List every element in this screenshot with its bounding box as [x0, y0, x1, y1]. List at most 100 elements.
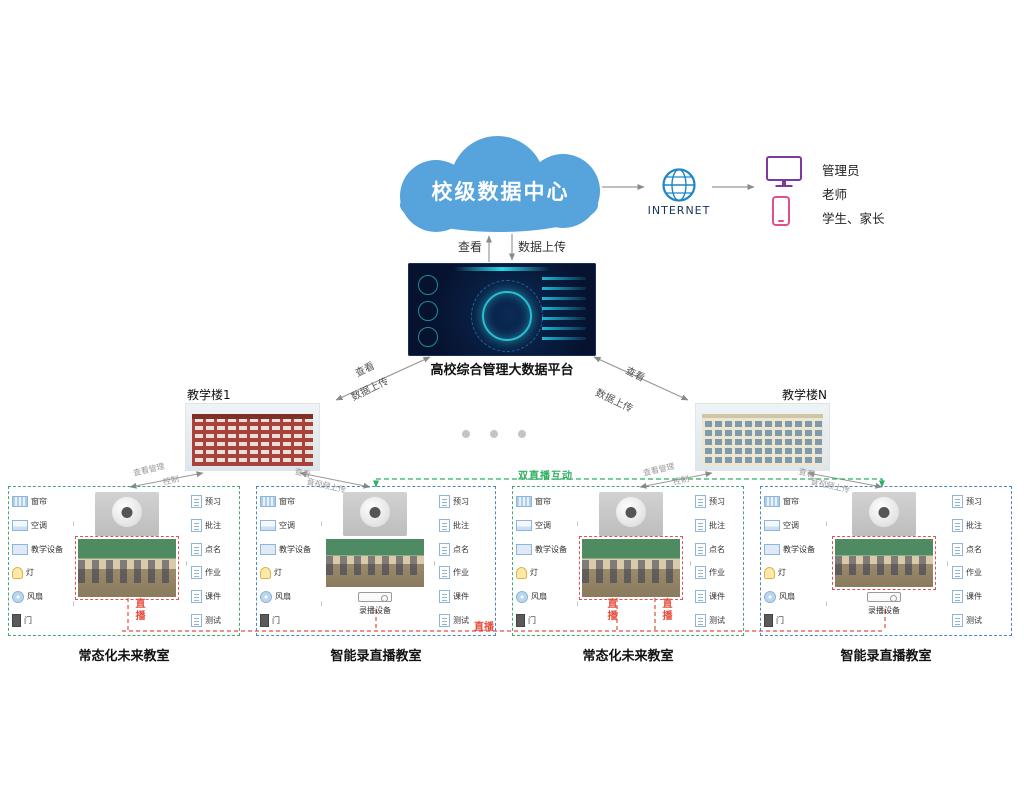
- device-column: 窗帘 空调 教学设备 灯 风扇 门: [516, 491, 567, 631]
- curtain-icon: [764, 496, 780, 507]
- device-label: 教学设备: [279, 544, 311, 554]
- classroom-photo: [326, 539, 424, 587]
- feature-label: 作业: [453, 568, 469, 578]
- internet-globe-icon: [662, 168, 696, 202]
- door-icon: [516, 613, 525, 627]
- device-label: 风扇: [27, 592, 43, 602]
- rollcall-icon: [695, 542, 706, 556]
- feature-label: 批注: [453, 520, 469, 530]
- right-brace: }: [820, 491, 827, 633]
- ac-icon: [764, 519, 780, 531]
- cloud-label: 校级数据中心: [431, 180, 570, 204]
- dome-camera-image: [343, 492, 407, 536]
- platform-bar-list: [542, 277, 586, 340]
- b1-left-view-manage-label: 查看管理: [132, 461, 166, 478]
- device-label: 窗帘: [279, 497, 295, 506]
- preview-icon: [695, 495, 706, 508]
- device-label: 教学设备: [535, 544, 567, 554]
- feature-label: 点名: [966, 544, 982, 554]
- device-label: 窗帘: [31, 497, 47, 506]
- device-label: 窗帘: [535, 497, 551, 506]
- feature-label: 课件: [709, 592, 725, 602]
- device-label: 灯: [274, 568, 282, 578]
- fan-icon: [764, 590, 776, 603]
- device-label: 风扇: [531, 592, 547, 602]
- curtain-icon: [260, 496, 276, 507]
- live-label: 直播: [660, 598, 671, 622]
- device-label: 灯: [26, 568, 34, 578]
- dual-live-label: 双直播互动: [518, 471, 573, 482]
- device-label: 教学设备: [31, 544, 63, 554]
- teaching-device-icon: [260, 543, 276, 555]
- user-admin-label: 管理员: [822, 163, 860, 178]
- device-column: 窗帘 空调 教学设备 灯 风扇 门: [12, 491, 63, 631]
- feature-label: 预习: [453, 497, 469, 506]
- rollcall-icon: [952, 542, 963, 556]
- classroom-group-4: 窗帘 空调 教学设备 灯 风扇 门 } 录播设备 { 预习 批注 点名 作业 课…: [760, 486, 1012, 636]
- device-label: 风扇: [779, 592, 795, 602]
- courseware-icon: [439, 590, 450, 604]
- live-label: 直播: [474, 622, 494, 633]
- internet-label: INTERNET: [647, 204, 711, 217]
- classroom-photo: [832, 536, 936, 590]
- ac-icon: [516, 519, 532, 531]
- device-label: 门: [528, 615, 536, 625]
- platform-outer-ring: [471, 280, 543, 352]
- device-label: 风扇: [275, 592, 291, 602]
- homework-icon: [439, 566, 450, 580]
- rollcall-icon: [191, 542, 202, 556]
- feature-column: 预习 批注 点名 作业 课件 测试: [695, 491, 740, 631]
- feature-label: 点名: [709, 544, 725, 554]
- buildingN-label: 教学楼N: [782, 388, 827, 402]
- left-brace: {: [180, 491, 187, 633]
- dome-camera-image: [95, 492, 159, 536]
- test-icon: [952, 613, 963, 627]
- feature-column: 预习 批注 点名 作业 课件 测试: [439, 491, 492, 631]
- teaching-device-icon: [12, 543, 28, 555]
- ac-icon: [260, 519, 276, 531]
- feature-label: 测试: [453, 615, 469, 625]
- feature-label: 课件: [966, 592, 982, 602]
- courseware-icon: [191, 590, 202, 604]
- device-label: 空调: [279, 520, 295, 530]
- classroom-photo: [75, 536, 179, 600]
- diag-right-upload-label: 数据上传: [593, 387, 635, 416]
- device-column: 窗帘 空调 教学设备 灯 风扇 门: [764, 491, 816, 631]
- teaching-device-icon: [516, 543, 532, 555]
- homework-icon: [695, 566, 706, 580]
- diag-right-view-label: 查看: [623, 365, 647, 385]
- door-icon: [12, 613, 21, 627]
- device-label: 门: [272, 615, 280, 625]
- feature-label: 批注: [709, 520, 725, 530]
- feature-label: 测试: [205, 615, 221, 625]
- right-brace: }: [571, 491, 578, 633]
- feature-label: 测试: [966, 615, 982, 625]
- fan-icon: [12, 590, 24, 603]
- dome-camera-image: [852, 492, 916, 536]
- device-label: 灯: [778, 568, 786, 578]
- annotation-icon: [191, 518, 202, 532]
- device-label: 空调: [783, 520, 799, 530]
- feature-label: 课件: [205, 592, 221, 602]
- user-student-parent-label: 学生、家长: [822, 211, 885, 226]
- recorder-label: 录播设备: [868, 606, 900, 615]
- teaching-device-icon: [764, 543, 780, 555]
- feature-label: 批注: [966, 520, 982, 530]
- classroom-group-2: 窗帘 空调 教学设备 灯 风扇 门 } 录播设备 { 预习 批注 点名 作业 课…: [256, 486, 496, 636]
- user-teacher-label: 老师: [822, 187, 848, 202]
- device-label: 窗帘: [783, 497, 799, 506]
- feature-column: 预习 批注 点名 作业 课件 测试: [191, 491, 236, 631]
- test-icon: [439, 613, 450, 627]
- light-icon: [260, 566, 271, 579]
- light-icon: [764, 566, 775, 579]
- dome-camera-image: [599, 492, 663, 536]
- monitor-icon: [766, 156, 802, 181]
- buildingN-photo: [695, 403, 830, 471]
- classroom-group-1: 窗帘 空调 教学设备 灯 风扇 门 } { 预习 批注 点名 作业 课件 测试: [8, 486, 240, 636]
- ac-icon: [12, 519, 28, 531]
- platform-title-glow: [454, 267, 550, 271]
- courseware-icon: [952, 590, 963, 604]
- group4-caption: 智能录直播教室: [840, 649, 932, 664]
- feature-label: 作业: [966, 568, 982, 578]
- annotation-icon: [952, 518, 963, 532]
